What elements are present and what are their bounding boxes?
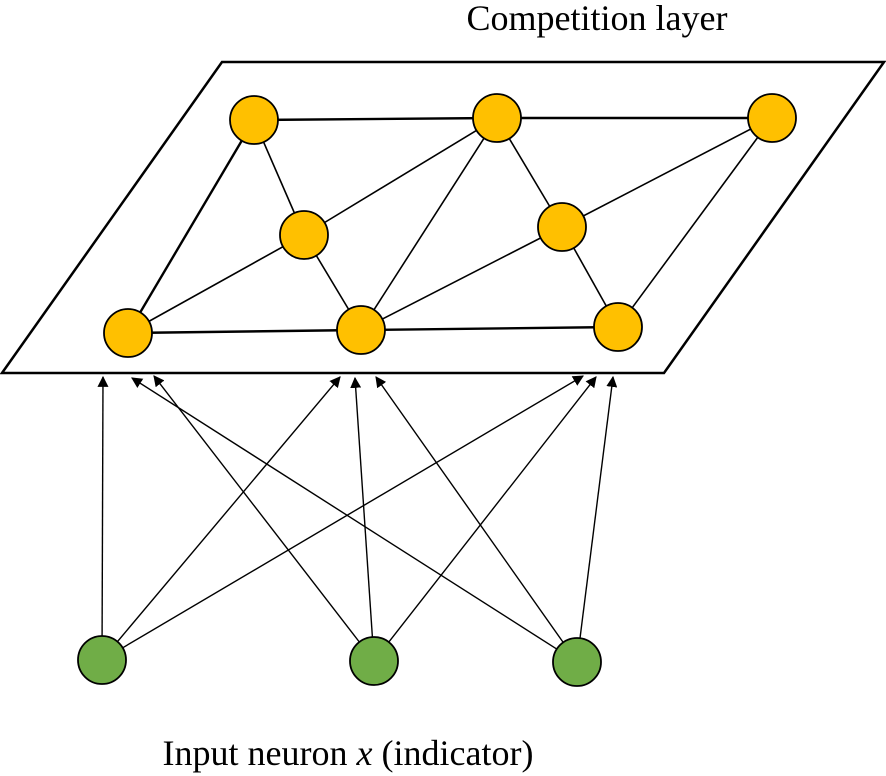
connection-arrow-i1-0: [97, 375, 109, 637]
competition-neuron-c2: [472, 93, 522, 143]
input-neurons: [77, 635, 602, 687]
competition-neurons: [103, 93, 797, 358]
edge-c5-c7: [360, 226, 563, 331]
competition-neuron-c5: [537, 202, 587, 252]
edge-c6-c7: [127, 328, 362, 335]
competition-neuron-c8: [593, 302, 643, 352]
connection-arrow-i3-7: [375, 376, 564, 643]
input-connections: [97, 375, 618, 650]
connection-arrow-i2-5: [388, 376, 597, 643]
connection-arrow-i1-2: [122, 375, 584, 649]
competition-layer-title: Competition layer: [467, 0, 728, 38]
input-neuron-i2: [349, 636, 399, 686]
connection-arrow-i2-3: [153, 375, 360, 643]
connection-arrow-i3-6: [131, 377, 558, 650]
caption-suffix: (indicator): [373, 733, 534, 773]
edge-c1-c2: [253, 116, 498, 122]
caption-variable: x: [356, 733, 373, 773]
edge-c1-c6: [126, 119, 256, 334]
competition-neuron-c3: [747, 93, 797, 143]
competition-layer-plane: [0, 60, 886, 375]
connection-arrow-i3-8: [579, 375, 618, 639]
caption-prefix: Input neuron: [163, 733, 357, 773]
competition-neuron-c1: [229, 95, 279, 145]
input-neuron-i3: [552, 637, 602, 687]
edge-c4-c2: [303, 117, 498, 236]
edge-c2-c7: [360, 117, 498, 331]
edge-c3-c8: [617, 117, 773, 328]
edge-c4-c6: [127, 234, 305, 334]
competition-neuron-c4: [279, 210, 329, 260]
edge-c7-c8: [360, 325, 619, 332]
competition-neuron-c6: [103, 308, 153, 358]
connection-arrow-i2-4: [350, 376, 374, 638]
competition-neuron-c7: [336, 305, 386, 355]
input-neuron-i1: [77, 635, 127, 685]
input-neuron-caption: Input neuron x (indicator): [163, 733, 534, 773]
connection-arrow-i1-1: [116, 376, 341, 643]
edge-c5-c3: [561, 117, 773, 228]
